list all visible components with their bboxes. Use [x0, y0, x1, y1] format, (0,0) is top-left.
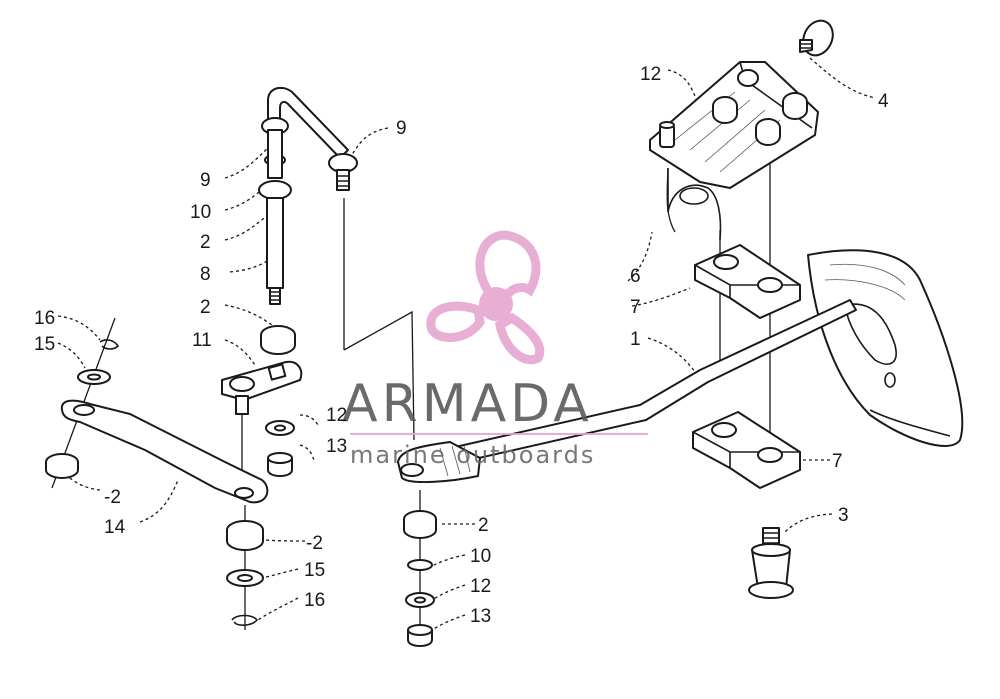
- armada-watermark: ARMADA marine outboards: [342, 230, 648, 469]
- callout-11: 11: [192, 330, 212, 351]
- callout-12-bottom: 12: [470, 576, 491, 597]
- callout-2-d: -2: [306, 533, 323, 554]
- callout-14: 14: [104, 517, 126, 538]
- upper-mount-block: [694, 244, 801, 319]
- top-left-washer-clip: [77, 339, 120, 385]
- callout-2-b: 2: [200, 297, 211, 318]
- callout-4: 4: [878, 91, 889, 112]
- callout-5: 12: [640, 64, 661, 85]
- callout-2-e: 2: [478, 515, 489, 536]
- tiller-grip: [807, 249, 964, 447]
- callout-12-left: 12: [326, 405, 347, 426]
- flat-head-bolt: [799, 19, 834, 57]
- callout-15-top: 15: [34, 334, 55, 355]
- callout-3: 3: [838, 505, 849, 526]
- callout-6: 6: [630, 266, 641, 287]
- shoulder-bushing: [748, 527, 794, 599]
- leader-lines: [57, 57, 876, 631]
- callout-10-bottom: 10: [470, 546, 491, 567]
- spring-wire: [667, 168, 722, 241]
- propeller-logo-icon: [426, 230, 545, 365]
- watermark-title: ARMADA: [342, 374, 593, 434]
- callout-9-left: 9: [200, 170, 211, 191]
- lower-mount-block: [692, 411, 801, 489]
- control-rod: [397, 299, 857, 484]
- callout-7-bottom: 7: [832, 451, 843, 472]
- bent-shift-shaft: [258, 86, 358, 305]
- long-lever: [45, 399, 269, 504]
- callout-16-bottom: 16: [304, 590, 325, 611]
- callout-labels: 12 4 9 9 10 2 8 2 11 12 13 16 15 -2 14 -…: [34, 64, 889, 627]
- callout-13-left: 13: [326, 436, 347, 457]
- left-washer-nut-stack: [265, 420, 295, 477]
- callout-1: 1: [630, 329, 641, 350]
- bracket-plate: [649, 61, 819, 189]
- callout-16-top: 16: [34, 308, 55, 329]
- callout-15-bottom: 15: [304, 560, 325, 581]
- callout-8: 8: [200, 264, 211, 285]
- shift-lever-arm: [221, 325, 303, 415]
- callout-13-bottom: 13: [470, 606, 491, 627]
- watermark-subtitle: marine outboards: [350, 441, 595, 469]
- callout-7-top: 7: [630, 297, 641, 318]
- callout-2-c: -2: [104, 487, 121, 508]
- bottom-middle-stack: [403, 510, 437, 647]
- callout-2-a: 2: [200, 232, 211, 253]
- callout-10-left: 10: [190, 202, 211, 223]
- callout-9-top: 9: [396, 118, 407, 139]
- bottom-left-stack: [226, 520, 264, 626]
